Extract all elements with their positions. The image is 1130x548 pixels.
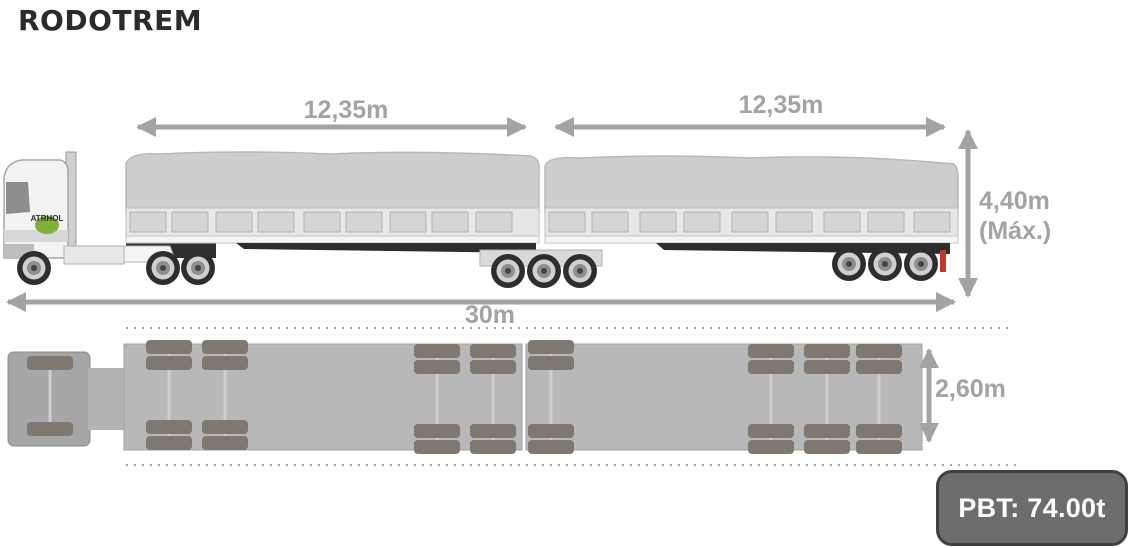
truck-logo-text: ATRHOL (31, 214, 64, 223)
trailer2-length-dimension: 12,35m (554, 91, 946, 137)
trailer-1 (125, 151, 603, 267)
height-dimension: 4,40m (Máx.) (958, 129, 1051, 298)
total-length-label: 30m (465, 301, 515, 329)
width-dimension: 2,60m (919, 348, 1006, 443)
side-view-wheels (17, 247, 938, 288)
trailer1-length-dimension: 12,35m (136, 96, 527, 137)
truck-logo-icon (35, 216, 59, 234)
truck-cab: ATRHOL (3, 151, 216, 265)
top-view (7, 340, 923, 454)
page-title: RODOTREM (18, 4, 203, 37)
trailer-2 (544, 155, 959, 272)
total-length-dimension: 30m (6, 292, 956, 329)
trailer2-length-label: 12,35m (739, 91, 824, 119)
height-note: (Máx.) (979, 217, 1051, 245)
width-label: 2,60m (935, 375, 1006, 403)
pbt-badge: PBT: 74.00t (936, 470, 1128, 546)
trailer1-length-label: 12,35m (304, 96, 389, 124)
height-label: 4,40m (979, 187, 1050, 215)
